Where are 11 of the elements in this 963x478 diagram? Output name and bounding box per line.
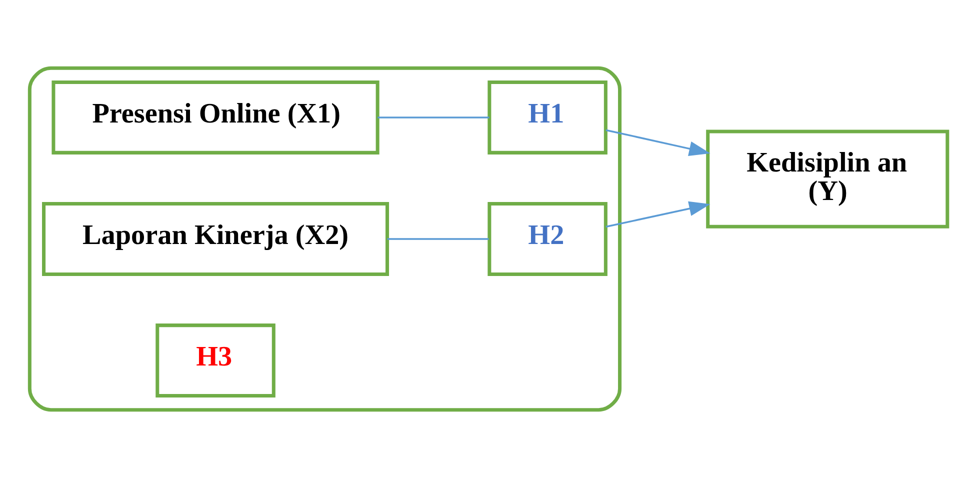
node-box: Laporan Kinerja (X2) <box>42 202 390 276</box>
node-box: H3 <box>156 324 276 398</box>
arrow <box>606 201 710 228</box>
node-box: H2 <box>488 202 608 276</box>
connector <box>378 116 490 118</box>
arrow <box>606 129 710 156</box>
connector <box>387 238 489 240</box>
cluster <box>28 66 622 412</box>
node-box: H1 <box>488 80 608 154</box>
node-box: Kedisiplin an (Y) <box>706 130 950 228</box>
node-box: Presensi Online (X1) <box>52 80 380 154</box>
